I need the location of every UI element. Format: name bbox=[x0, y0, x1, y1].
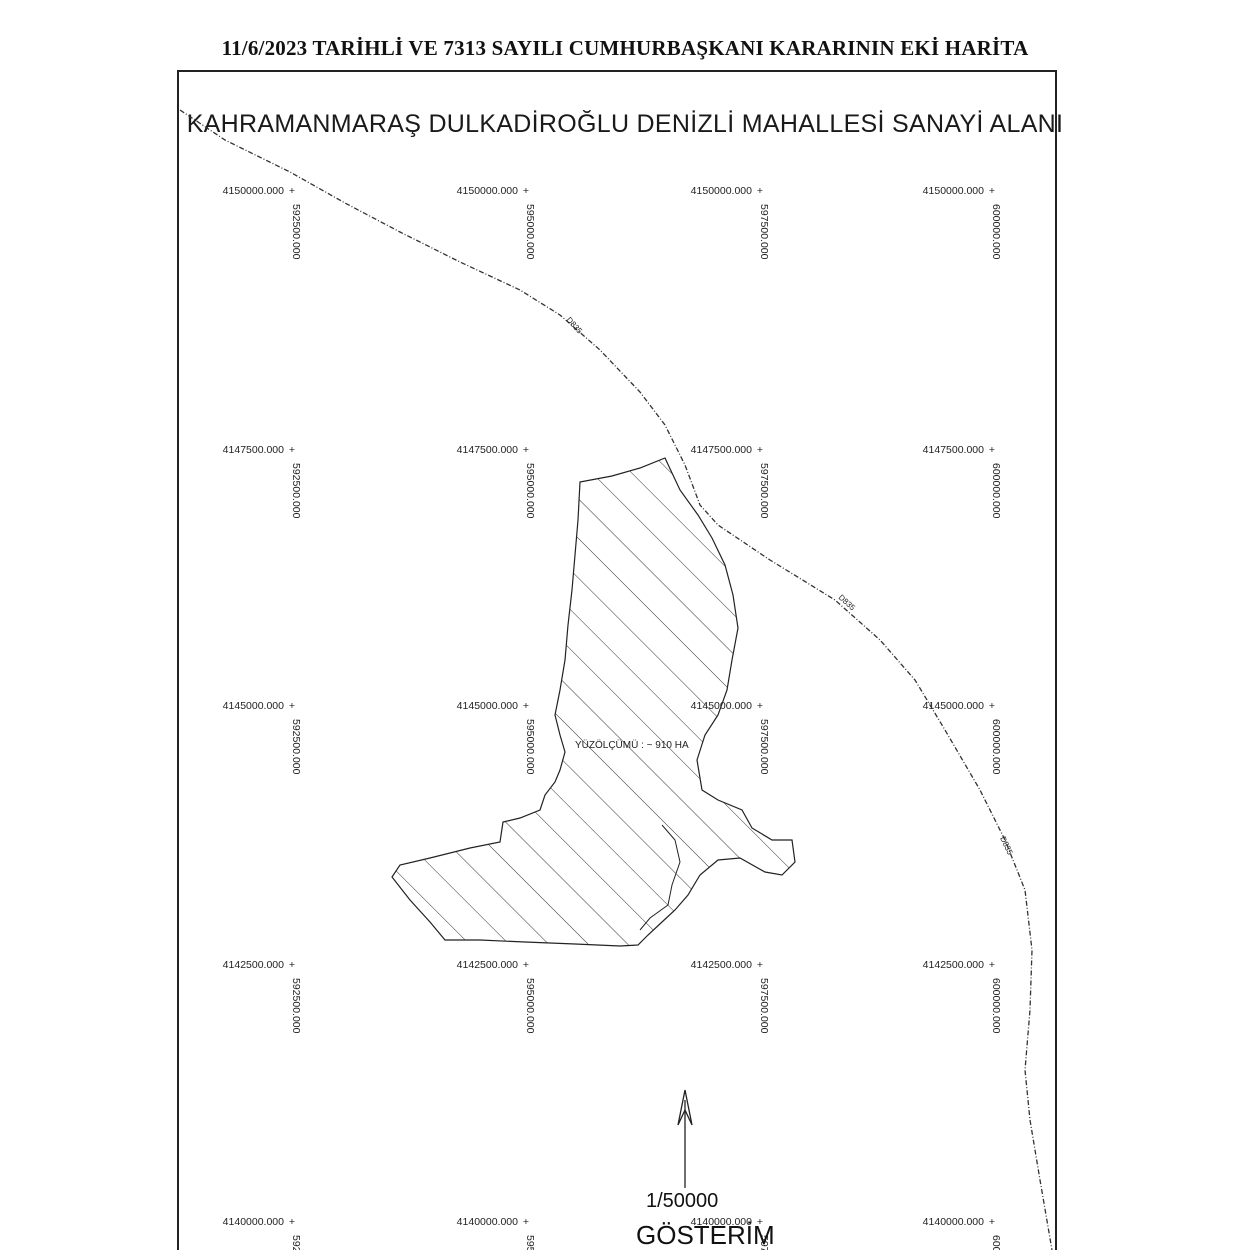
grid-cross-icon: + bbox=[289, 700, 295, 712]
easting-label: 600000.000 bbox=[990, 978, 1002, 1034]
easting-label: 597500.000 bbox=[758, 978, 770, 1034]
northing-label: 4145000.000 bbox=[923, 700, 984, 712]
grid-cross-icon: + bbox=[289, 1216, 295, 1228]
northing-label: 4142500.000 bbox=[691, 959, 752, 971]
easting-label: 600000.000 bbox=[990, 463, 1002, 519]
grid-cross-icon: + bbox=[989, 700, 995, 712]
zone-inner-boundary bbox=[639, 824, 681, 931]
grid-cross-icon: + bbox=[757, 959, 763, 971]
northing-label: 4140000.000 bbox=[923, 1216, 984, 1228]
coordinate-grid: 4150000.000 +592500.000 4150000.000 +595000… bbox=[223, 185, 1002, 1250]
grid-cross-icon: + bbox=[523, 700, 529, 712]
northing-label: 4147500.000 bbox=[923, 444, 984, 456]
northing-label: 4142500.000 bbox=[457, 959, 518, 971]
northing-label: 4140000.000 bbox=[223, 1216, 284, 1228]
northing-label: 4150000.000 bbox=[923, 185, 984, 197]
north-arrow-icon bbox=[677, 1089, 693, 1188]
northing-label: 4147500.000 bbox=[223, 444, 284, 456]
easting-label: 592500.000 bbox=[290, 978, 302, 1034]
northing-label: 4140000.000 bbox=[691, 1216, 752, 1228]
grid-cross-icon: + bbox=[523, 185, 529, 197]
scale-text: 1/50000 bbox=[646, 1190, 719, 1212]
grid-cross-icon: + bbox=[757, 185, 763, 197]
grid-cross-icon: + bbox=[989, 444, 995, 456]
road-d835 bbox=[179, 109, 1053, 1250]
road-label-3: D835 bbox=[998, 835, 1014, 857]
legend-heading: GÖSTERİM bbox=[636, 1220, 775, 1250]
northing-label: 4150000.000 bbox=[223, 185, 284, 197]
grid-cross-icon: + bbox=[989, 1216, 995, 1228]
easting-label: 600000.000 bbox=[990, 204, 1002, 260]
easting-label: 595000.000 bbox=[524, 1235, 536, 1250]
grid-cross-icon: + bbox=[523, 1216, 529, 1228]
northing-label: 4147500.000 bbox=[691, 444, 752, 456]
easting-label: 600000.000 bbox=[990, 719, 1002, 775]
northing-label: 4145000.000 bbox=[223, 700, 284, 712]
grid-cross-icon: + bbox=[523, 959, 529, 971]
industrial-zone-area bbox=[391, 457, 796, 947]
grid-cross-icon: + bbox=[989, 959, 995, 971]
area-label: YÜZÖLÇÜMÜ : ~ 910 HA bbox=[575, 739, 689, 751]
grid-cross-icon: + bbox=[757, 1216, 763, 1228]
grid-cross-icon: + bbox=[289, 959, 295, 971]
northing-label: 4147500.000 bbox=[457, 444, 518, 456]
northing-label: 4150000.000 bbox=[457, 185, 518, 197]
easting-label: 592500.000 bbox=[290, 204, 302, 260]
northing-label: 4150000.000 bbox=[691, 185, 752, 197]
easting-label: 595000.000 bbox=[524, 204, 536, 260]
grid-cross-icon: + bbox=[757, 444, 763, 456]
easting-label: 597500.000 bbox=[758, 719, 770, 775]
northing-label: 4145000.000 bbox=[457, 700, 518, 712]
easting-label: 600000.000 bbox=[990, 1235, 1002, 1250]
easting-label: 597500.000 bbox=[758, 463, 770, 519]
easting-label: 595000.000 bbox=[524, 978, 536, 1034]
easting-label: 592500.000 bbox=[290, 1235, 302, 1250]
road-label-2: D835 bbox=[837, 593, 858, 613]
northing-label: 4140000.000 bbox=[457, 1216, 518, 1228]
map-frame bbox=[177, 70, 1057, 1250]
easting-label: 597500.000 bbox=[758, 1235, 770, 1250]
easting-label: 595000.000 bbox=[524, 719, 536, 775]
grid-cross-icon: + bbox=[523, 444, 529, 456]
easting-label: 597500.000 bbox=[758, 204, 770, 260]
map-title: KAHRAMANMARAŞ DULKADİROĞLU DENİZLİ MAHAL… bbox=[186, 110, 1064, 138]
easting-label: 592500.000 bbox=[290, 463, 302, 519]
grid-cross-icon: + bbox=[989, 185, 995, 197]
grid-cross-icon: + bbox=[757, 700, 763, 712]
easting-label: 595000.000 bbox=[524, 463, 536, 519]
grid-cross-icon: + bbox=[289, 444, 295, 456]
northing-label: 4142500.000 bbox=[223, 959, 284, 971]
grid-cross-icon: + bbox=[289, 185, 295, 197]
northing-label: 4142500.000 bbox=[923, 959, 984, 971]
page-header: 11/6/2023 TARİHLİ VE 7313 SAYILI CUMHURB… bbox=[221, 36, 1029, 60]
easting-label: 592500.000 bbox=[290, 719, 302, 775]
